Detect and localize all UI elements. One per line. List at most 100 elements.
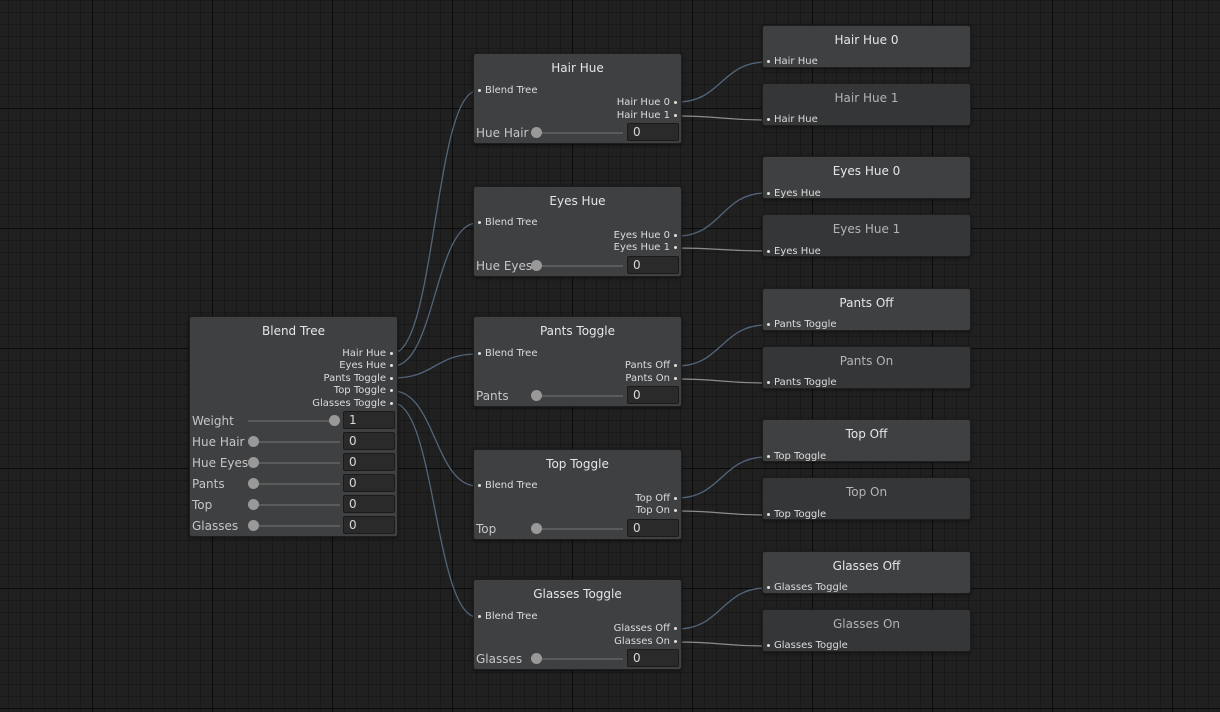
slider-handle[interactable]: [248, 520, 259, 531]
value-field[interactable]: 0: [343, 453, 395, 471]
port-dot[interactable]: [767, 643, 770, 647]
slider-handle[interactable]: [531, 390, 542, 401]
input-port[interactable]: Eyes Hue: [767, 188, 821, 200]
leaf-node-hair-hue-0[interactable]: Hair Hue 0 Hair Hue: [762, 25, 971, 68]
glasses-toggle-node[interactable]: Glasses Toggle Blend Tree Glasses Off Gl…: [473, 579, 682, 670]
port-dot[interactable]: [478, 88, 481, 92]
slider-handle[interactable]: [248, 457, 259, 468]
output-port-1[interactable]: Glasses On: [614, 636, 677, 648]
port-dot[interactable]: [674, 363, 677, 367]
port-dot[interactable]: [674, 626, 677, 630]
port-dot[interactable]: [767, 249, 770, 253]
output-port-1[interactable]: Hair Hue 1: [617, 110, 677, 122]
leaf-node-pants-off[interactable]: Pants Off Pants Toggle: [762, 288, 971, 331]
eyes-hue-node[interactable]: Eyes Hue Blend Tree Eyes Hue 0 Eyes Hue …: [473, 186, 682, 277]
input-port[interactable]: Pants Toggle: [767, 377, 837, 389]
slider-handle[interactable]: [329, 415, 340, 426]
leaf-node-glasses-on[interactable]: Glasses On Glasses Toggle: [762, 609, 971, 652]
port-dot[interactable]: [674, 113, 677, 117]
input-port[interactable]: Hair Hue: [767, 114, 818, 126]
leaf-node-glasses-off[interactable]: Glasses Off Glasses Toggle: [762, 551, 971, 594]
slider-track[interactable]: [536, 265, 623, 267]
slider-track[interactable]: [248, 462, 340, 464]
port-dot[interactable]: [390, 388, 393, 392]
input-port[interactable]: Blend Tree: [478, 611, 538, 623]
port-dot[interactable]: [674, 245, 677, 249]
value-field[interactable]: 0: [627, 386, 679, 404]
port-dot[interactable]: [767, 512, 770, 516]
port-dot[interactable]: [767, 59, 770, 63]
value-field[interactable]: 0: [343, 516, 395, 534]
output-port-1[interactable]: Top On: [636, 505, 677, 517]
value-field[interactable]: 0: [627, 123, 679, 141]
port-dot[interactable]: [478, 614, 481, 618]
output-port-0[interactable]: Pants Off: [625, 360, 677, 372]
output-port-0[interactable]: Eyes Hue 0: [614, 230, 677, 242]
port-dot[interactable]: [390, 376, 393, 380]
slider-handle[interactable]: [531, 523, 542, 534]
pants-toggle-node[interactable]: Pants Toggle Blend Tree Pants Off Pants …: [473, 316, 682, 407]
port-dot[interactable]: [767, 191, 770, 195]
port-dot[interactable]: [767, 380, 770, 384]
port-dot[interactable]: [674, 639, 677, 643]
value-field[interactable]: 0: [627, 256, 679, 274]
port-dot[interactable]: [390, 401, 393, 405]
value-field[interactable]: 0: [343, 432, 395, 450]
value-field[interactable]: 0: [627, 519, 679, 537]
leaf-node-pants-on[interactable]: Pants On Pants Toggle: [762, 346, 971, 389]
output-port-hair-hue[interactable]: Hair Hue: [342, 348, 393, 360]
input-port[interactable]: Glasses Toggle: [767, 582, 848, 594]
input-port[interactable]: Blend Tree: [478, 85, 538, 97]
value-field[interactable]: 0: [343, 495, 395, 513]
port-dot[interactable]: [674, 376, 677, 380]
port-dot[interactable]: [767, 585, 770, 589]
port-dot[interactable]: [674, 508, 677, 512]
leaf-node-eyes-hue-1[interactable]: Eyes Hue 1 Eyes Hue: [762, 214, 971, 257]
input-port[interactable]: Blend Tree: [478, 217, 538, 229]
port-dot[interactable]: [767, 454, 770, 458]
slider-track[interactable]: [536, 132, 623, 134]
value-field[interactable]: 1: [343, 411, 395, 429]
hair-hue-node[interactable]: Hair Hue Blend Tree Hair Hue 0 Hair Hue …: [473, 53, 682, 144]
input-port[interactable]: Eyes Hue: [767, 246, 821, 258]
input-port[interactable]: Blend Tree: [478, 480, 538, 492]
slider-track[interactable]: [536, 528, 623, 530]
slider-handle[interactable]: [531, 127, 542, 138]
blend-tree-node[interactable]: Blend Tree Hair Hue Eyes Hue Pants Toggl…: [189, 316, 398, 537]
input-port[interactable]: Glasses Toggle: [767, 640, 848, 652]
port-dot[interactable]: [478, 220, 481, 224]
slider-track[interactable]: [248, 441, 340, 443]
value-field[interactable]: 0: [343, 474, 395, 492]
port-dot[interactable]: [674, 496, 677, 500]
slider-handle[interactable]: [531, 653, 542, 664]
port-dot[interactable]: [674, 100, 677, 104]
output-port-0[interactable]: Hair Hue 0: [617, 97, 677, 109]
output-port-eyes-hue[interactable]: Eyes Hue: [339, 360, 393, 372]
port-dot[interactable]: [390, 351, 393, 355]
output-port-1[interactable]: Eyes Hue 1: [614, 242, 677, 254]
output-port-top-toggle[interactable]: Top Toggle: [334, 385, 393, 397]
slider-track[interactable]: [248, 504, 340, 506]
slider-track[interactable]: [536, 658, 623, 660]
input-port[interactable]: Pants Toggle: [767, 319, 837, 331]
output-port-0[interactable]: Glasses Off: [614, 623, 677, 635]
port-dot[interactable]: [674, 233, 677, 237]
slider-handle[interactable]: [248, 436, 259, 447]
slider-handle[interactable]: [248, 499, 259, 510]
port-dot[interactable]: [390, 363, 393, 367]
slider-track[interactable]: [248, 420, 340, 422]
output-port-1[interactable]: Pants On: [625, 373, 677, 385]
leaf-node-hair-hue-1[interactable]: Hair Hue 1 Hair Hue: [762, 83, 971, 126]
port-dot[interactable]: [767, 117, 770, 121]
slider-track[interactable]: [248, 483, 340, 485]
input-port[interactable]: Blend Tree: [478, 348, 538, 360]
port-dot[interactable]: [478, 483, 481, 487]
slider-handle[interactable]: [248, 478, 259, 489]
slider-track[interactable]: [536, 395, 623, 397]
top-toggle-node[interactable]: Top Toggle Blend Tree Top Off Top On Top…: [473, 449, 682, 540]
leaf-node-eyes-hue-0[interactable]: Eyes Hue 0 Eyes Hue: [762, 156, 971, 199]
port-dot[interactable]: [767, 322, 770, 326]
input-port[interactable]: Top Toggle: [767, 509, 826, 521]
slider-handle[interactable]: [531, 260, 542, 271]
port-dot[interactable]: [478, 351, 481, 355]
